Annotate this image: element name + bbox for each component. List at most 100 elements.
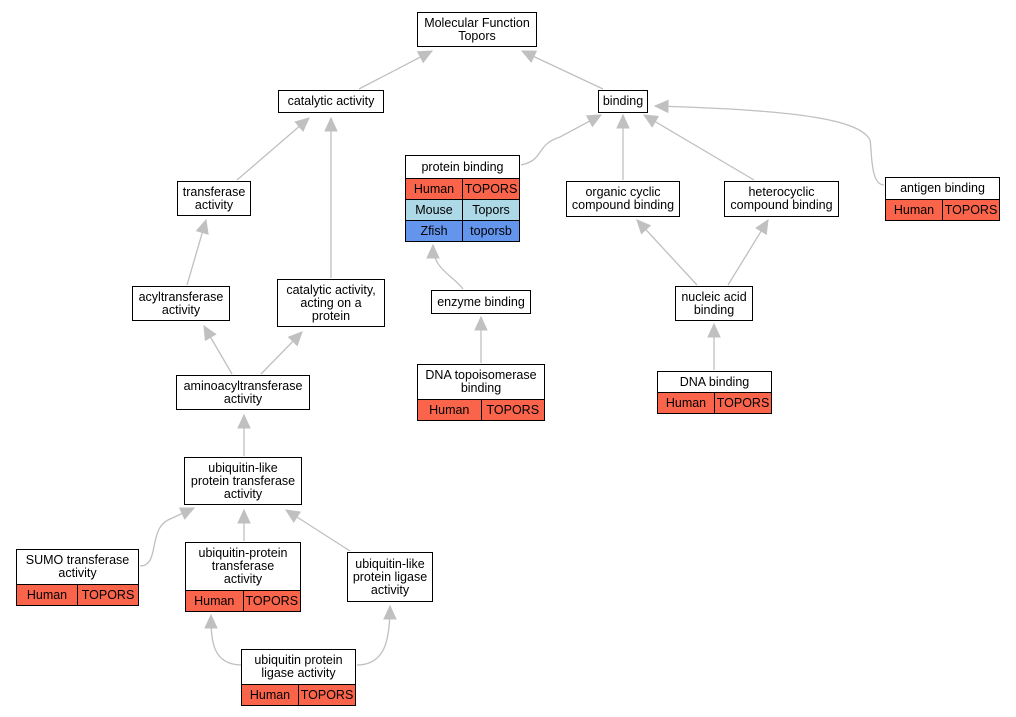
go-term-label-line: acting on a	[300, 295, 362, 310]
species-cell: Human	[418, 400, 481, 420]
gene-cell: TOPORS	[298, 685, 355, 705]
go-term-label-line: nucleic acid	[681, 289, 747, 304]
go-term-label-line: aminoacyltransferase	[183, 378, 303, 393]
go-term-label-line: activity	[194, 197, 234, 212]
edge-binding-to-mf	[521, 50, 604, 90]
edge-protein-binding-to-binding-arrowhead	[585, 114, 603, 128]
edge-ub-ligase-to-ubl-ligase-arrowhead	[383, 604, 397, 620]
go-term-node-catalytic[interactable]: catalytic activity	[278, 90, 384, 113]
edge-protein-binding-to-binding	[520, 114, 602, 166]
edge-dna-binding-to-nucleic-acid-arrowhead	[707, 322, 721, 338]
edge-enzyme-binding-to-protein-binding	[432, 244, 464, 290]
go-term-label-line: binding	[602, 94, 644, 108]
edge-ub-ligase-to-ubl-ligase	[356, 605, 391, 666]
go-term-node-binding[interactable]: binding	[598, 90, 648, 113]
gene-cell: TOPORS	[714, 393, 771, 413]
edge-heterocyclic-to-binding-arrowhead	[642, 114, 660, 128]
edge-antigen-to-binding-arrowhead	[653, 99, 669, 114]
go-term-label-line: compound binding	[571, 198, 675, 212]
go-term-node-enzyme-binding[interactable]: enzyme binding	[431, 290, 531, 314]
edge-acyltransferase-to-transferase-arrowhead	[195, 218, 209, 235]
species-cell: Human	[242, 685, 298, 705]
go-term-label-line: protein transferase	[190, 473, 296, 488]
edge-ub-ligase-to-ub-transferase	[210, 614, 243, 666]
go-term-label: catalytic activity	[279, 91, 383, 112]
go-term-label-line: Molecular Function	[424, 15, 530, 30]
species-cell: Zfish	[406, 221, 462, 241]
edge-ub-transferase-to-ubl-transferase-arrowhead	[237, 508, 251, 524]
species-cell: Human	[17, 585, 77, 605]
edge-aminoacyl-to-cat-protein-arrowhead	[287, 331, 303, 347]
go-term-label-line: activity	[161, 302, 201, 317]
go-term-label: enzyme binding	[432, 291, 530, 313]
edge-dna-topo-to-enzyme-binding-arrowhead	[474, 315, 488, 331]
species-cell: Mouse	[406, 200, 462, 220]
go-term-label-line: compound binding	[730, 198, 833, 212]
go-term-label-line: antigen binding	[900, 181, 985, 195]
gene-cell: TOPORS	[242, 591, 300, 611]
go-term-label-line: ligase activity	[261, 666, 336, 680]
edge-organic-cyclic-to-binding-arrowhead	[616, 113, 630, 129]
edge-catalytic-to-mf-arrowhead	[416, 50, 434, 64]
go-term-label-line: transferase	[182, 184, 246, 199]
go-term-label-line: enzyme binding	[437, 294, 525, 309]
go-term-label-line: activity	[58, 566, 97, 580]
go-term-label-line: protein ligase	[352, 569, 428, 584]
edge-sumo-to-ubl-transferase	[139, 507, 195, 567]
go-term-label-line: DNA binding	[679, 374, 750, 389]
go-term-label: binding	[599, 91, 647, 112]
gene-cell: Topors	[462, 200, 519, 220]
edge-ub-ligase-to-ub-transferase-arrowhead	[204, 613, 218, 629]
species-cell: Human	[886, 200, 942, 220]
gene-cell: TOPORS	[480, 400, 544, 420]
species-cell: Human	[186, 591, 243, 611]
go-term-label-line: ubiquitin protein	[254, 653, 343, 667]
edge-antigen-to-binding	[654, 105, 885, 186]
edge-binding-to-mf-arrowhead	[520, 50, 538, 63]
go-term-label-line: binding	[693, 302, 735, 317]
gene-cell: toporsb	[462, 221, 519, 241]
go-term-label-line: organic cyclic	[585, 185, 661, 199]
gene-cell: TOPORS	[77, 585, 138, 605]
edge-heterocyclic-to-binding	[643, 114, 755, 181]
go-term-label-line: ubiquitin-protein	[198, 546, 288, 560]
edge-transferase-to-catalytic-arrowhead	[294, 117, 310, 132]
edge-transferase-to-catalytic	[236, 117, 310, 181]
edge-catalytic-to-mf	[358, 50, 433, 90]
go-term-label-line: protein binding	[421, 159, 504, 174]
edge-nucleic-acid-to-organic-cyclic	[636, 219, 698, 286]
go-term-label-line: SUMO transferase	[25, 553, 130, 567]
go-term-label-line: catalytic activity,	[286, 282, 376, 297]
